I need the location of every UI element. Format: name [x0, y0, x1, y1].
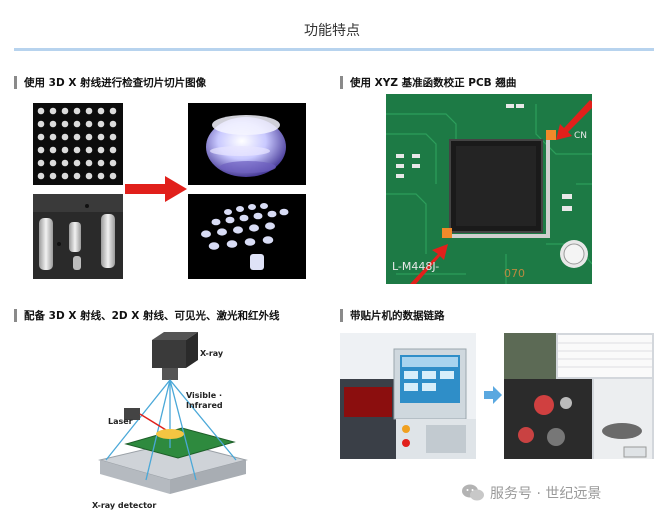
section-title: 使用 3D X 射线进行检查切片切片图像 — [24, 76, 207, 89]
inspection-software-screenshot — [504, 333, 654, 459]
section-marker — [14, 75, 17, 89]
solder-ball-grid — [37, 107, 117, 180]
section-marker — [14, 308, 17, 322]
pcb-label-070: 070 — [504, 267, 525, 280]
xray-diagram-svg: X-ray Visible · Infrared Laser X-ray det… — [92, 332, 248, 510]
section-title: 带贴片机的数据链路 — [350, 309, 445, 322]
pcb-svg: L-M448J- 070 CN — [386, 94, 592, 284]
wechat-icon — [462, 484, 484, 501]
bga-grid-svg — [33, 103, 123, 185]
section-header-data-link: 带贴片机的数据链路 — [340, 308, 445, 322]
label-detector: X-ray detector — [92, 501, 156, 510]
component-xray-image — [33, 194, 123, 279]
section-marker — [340, 75, 343, 89]
label-laser: Laser — [108, 417, 133, 426]
watermark-text: 服务号 · 世纪远景 — [490, 486, 602, 502]
label-visible: Visible · — [186, 391, 222, 400]
red-arrow-icon — [125, 176, 187, 202]
watermark: 服务号 · 世纪远景 — [462, 483, 601, 503]
section-header-sensors: 配备 3D X 射线、2D X 射线、可见光、激光和红外线 — [14, 308, 280, 322]
label-infrared: Infrared — [186, 401, 223, 410]
3d-cylinder-svg — [188, 103, 306, 185]
title-rule — [14, 48, 654, 51]
pcb-label-part: L-M448J- — [392, 260, 439, 273]
pcb-label-cn: CN — [574, 131, 587, 141]
mounter-machine-photo — [340, 333, 476, 459]
section-title: 使用 XYZ 基准函数校正 PCB 翘曲 — [350, 76, 517, 89]
bga-xray-image — [33, 103, 123, 185]
software-svg — [504, 333, 654, 459]
section-marker — [340, 308, 343, 322]
3d-balls-render-image — [188, 194, 306, 279]
component-xray-svg — [33, 194, 123, 279]
label-xray: X-ray — [200, 349, 224, 358]
3d-slice-render-image — [188, 103, 306, 185]
data-flow-arrow-icon — [484, 386, 502, 404]
page-title: 功能特点 — [304, 23, 360, 39]
section-header-slice-inspection: 使用 3D X 射线进行检查切片切片图像 — [14, 75, 206, 89]
section-header-pcb-warp: 使用 XYZ 基准函数校正 PCB 翘曲 — [340, 75, 516, 89]
xray-system-diagram: X-ray Visible · Infrared Laser X-ray det… — [86, 330, 256, 510]
mounter-svg — [340, 333, 476, 459]
3d-balls-svg — [188, 194, 306, 279]
section-title: 配备 3D X 射线、2D X 射线、可见光、激光和红外线 — [24, 309, 280, 322]
pcb-photo: L-M448J- 070 CN — [386, 94, 592, 284]
